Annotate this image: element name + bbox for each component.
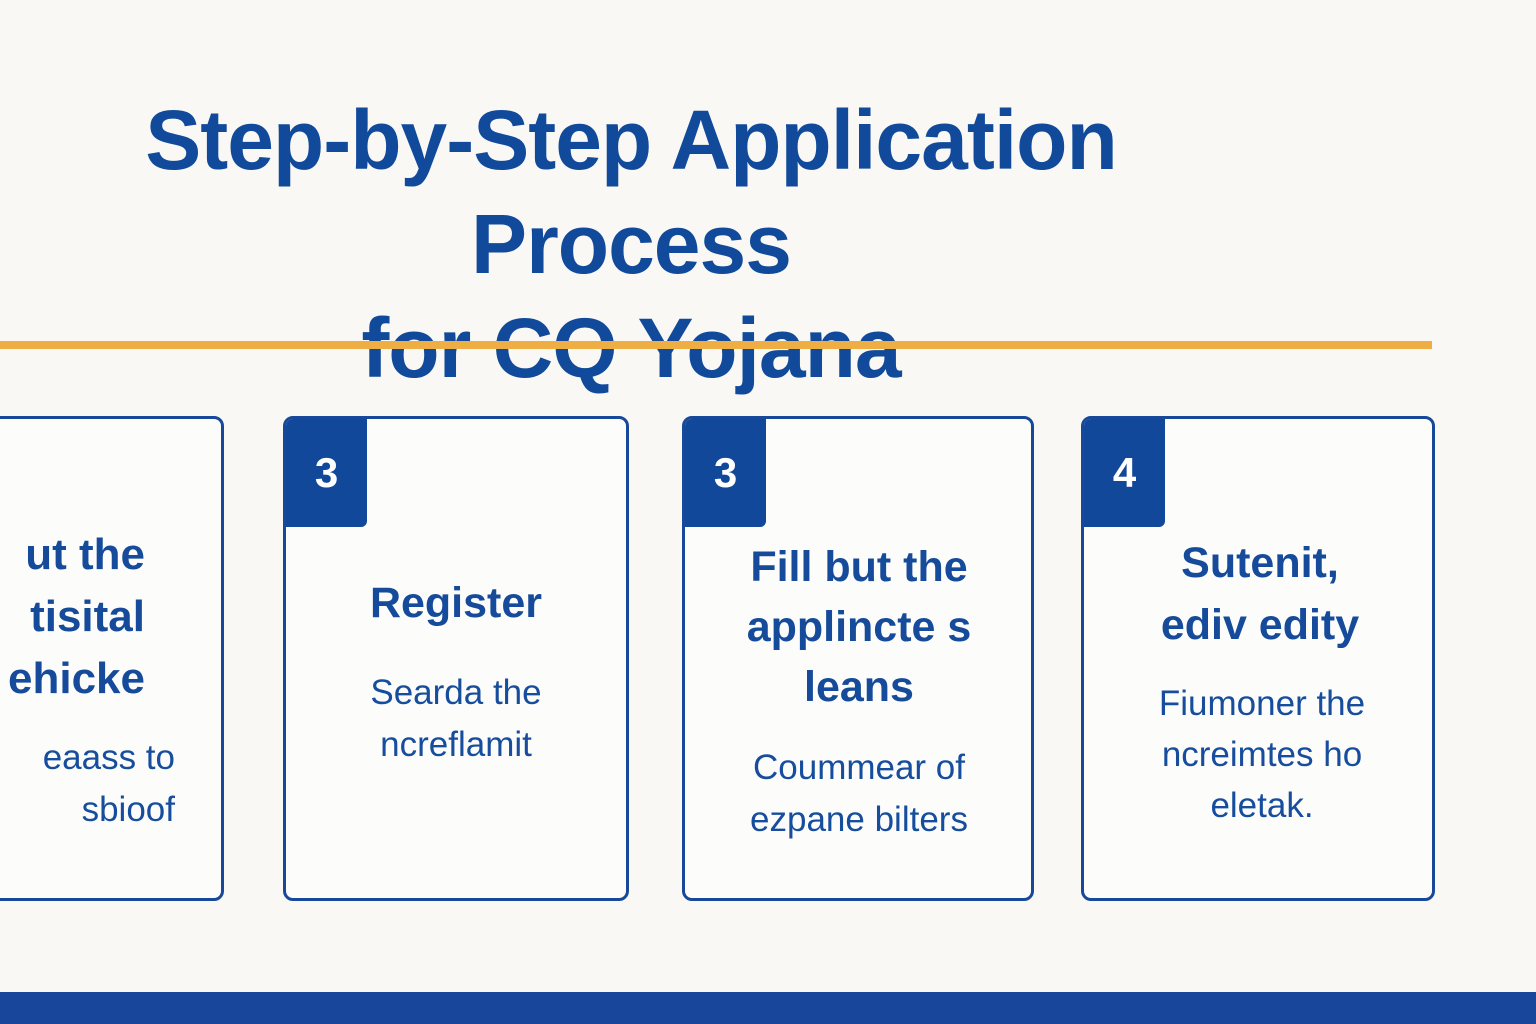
step-number-badge: 3 xyxy=(685,419,766,527)
step-card-title: Sutenit,ediv edity xyxy=(1160,539,1360,649)
footer-bar xyxy=(0,992,1536,1024)
step-number-badge: 3 xyxy=(286,419,367,527)
title-divider xyxy=(0,341,1432,349)
step-number-badge: 4 xyxy=(1084,419,1165,527)
page-title: Step-by-Step Application Process for CQ … xyxy=(0,88,1262,400)
step-card-title: Register xyxy=(369,579,543,627)
page-title-line-1: Step-by-Step Application Process xyxy=(145,93,1118,291)
